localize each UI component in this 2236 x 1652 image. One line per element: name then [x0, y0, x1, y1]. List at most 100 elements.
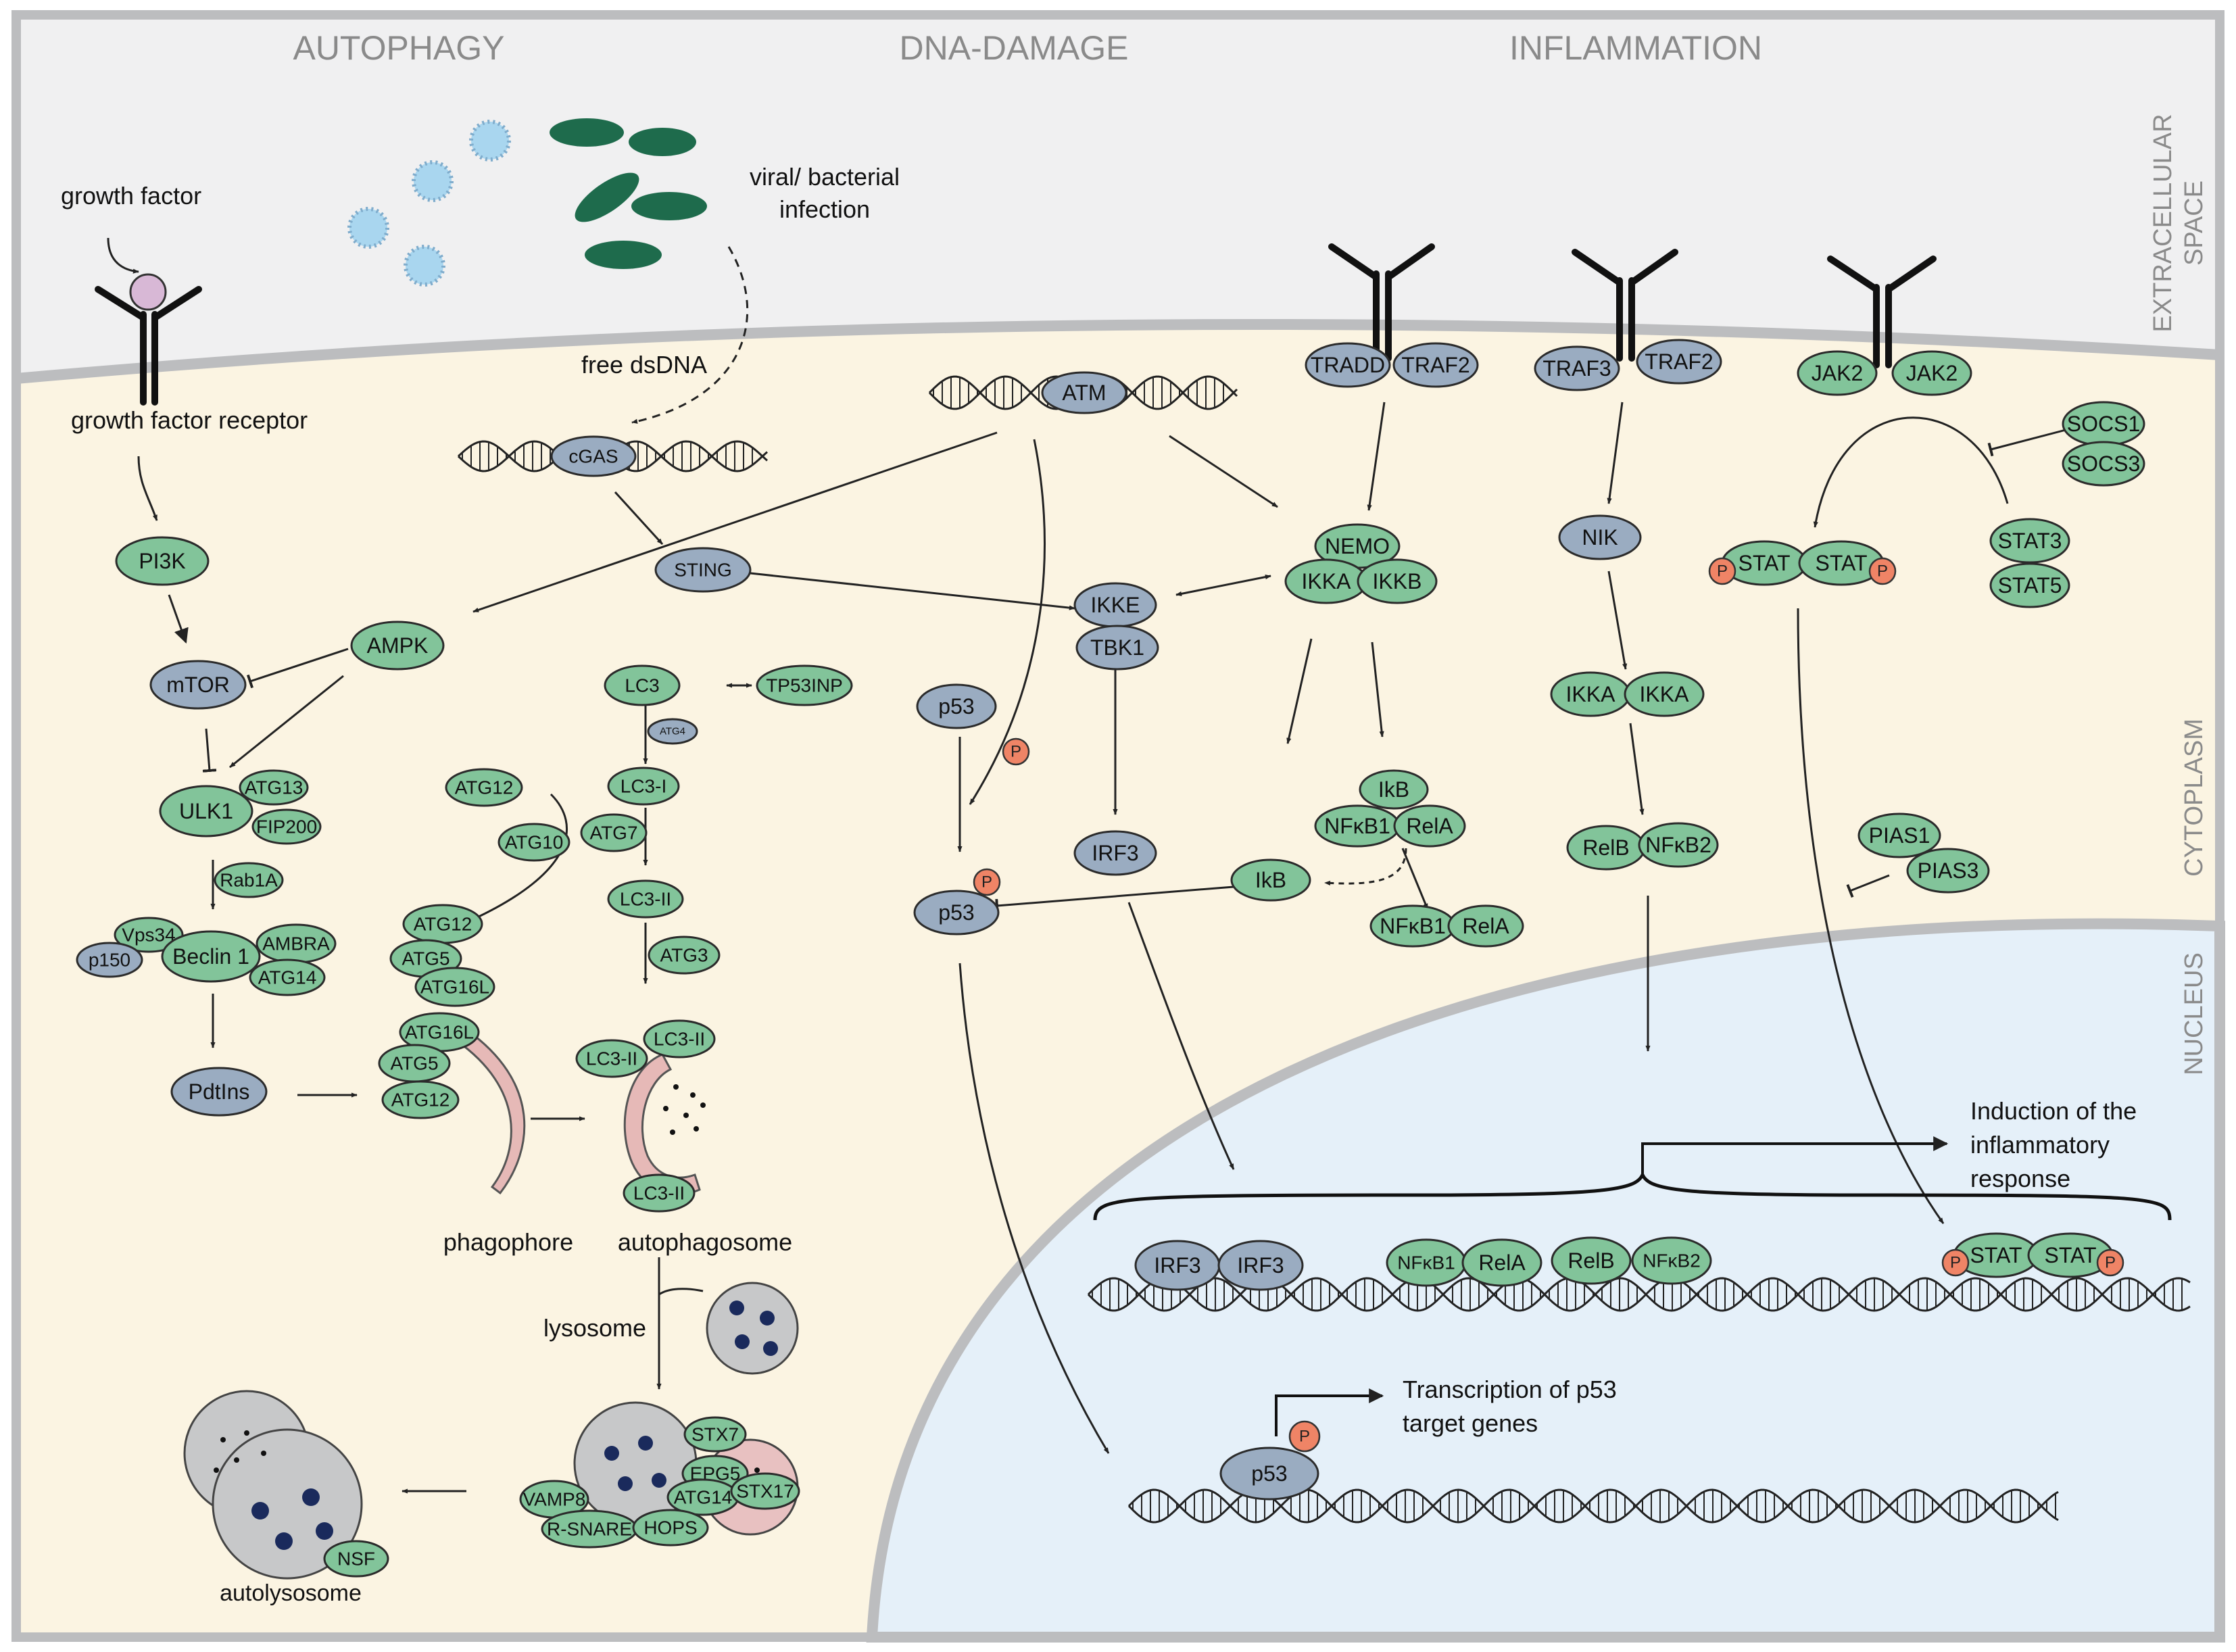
- protein-ulk1: ULK1: [159, 785, 253, 837]
- protein-shape: [1219, 1447, 1319, 1501]
- label-p53-target-line2: target genes: [1403, 1409, 1538, 1437]
- protein-shape: [1631, 1236, 1712, 1285]
- protein-relb-nuclear: RelB: [1551, 1236, 1632, 1285]
- protein-ikkb: IKKB: [1357, 558, 1438, 604]
- protein-label: TBK1: [1090, 635, 1144, 660]
- protein-shape: [414, 967, 495, 1007]
- protein-shape: [632, 1509, 709, 1547]
- protein-label: ATG12: [391, 1090, 450, 1111]
- protein-ikka: IKKA: [1624, 671, 1705, 717]
- protein-shape: [643, 1019, 716, 1059]
- protein-nemo: NEMO: [1314, 523, 1401, 569]
- brace-bracket: [1093, 1170, 2172, 1221]
- protein-pias3: PIAS3: [1906, 848, 1990, 894]
- protein-shape: [1636, 339, 1722, 385]
- protein-label: ATG16L: [405, 1022, 474, 1043]
- protein-label: FIP200: [256, 817, 317, 837]
- protein-label: mTOR: [166, 673, 230, 697]
- phospho-icon: P: [1002, 737, 1030, 766]
- protein-lc3-ii: LC3-II: [623, 1173, 696, 1213]
- protein-traf2: TRAF2: [1392, 342, 1479, 388]
- phospho-circle: [973, 868, 1001, 896]
- protein-shape: [76, 942, 143, 978]
- protein-rela: RelA: [1393, 804, 1466, 848]
- protein-label: RelA: [1478, 1250, 1526, 1275]
- protein-label: IkB: [1255, 868, 1286, 892]
- protein-label: HOPS: [643, 1517, 697, 1538]
- bacterium-icon: [575, 172, 639, 222]
- p53-transcription-arrow: [1275, 1388, 1384, 1436]
- phospho-icon: P: [973, 868, 1001, 896]
- protein-nodes: PI3K mTOR AMPK ULK1 ATG13 FIP200 Rab1A V…: [76, 339, 2145, 1578]
- phospho-circle: [1708, 557, 1736, 585]
- protein-ambra: AMBRA: [256, 923, 337, 964]
- protein-vps34: Vps34: [114, 917, 184, 953]
- protein-shape: [1989, 562, 2070, 608]
- protein-r-snare: R-SNARE: [541, 1509, 638, 1549]
- protein-label: ATG14: [258, 967, 317, 988]
- protein-label: ATG3: [660, 945, 708, 966]
- protein-shape: [647, 718, 698, 745]
- protein-label: TRADD: [1311, 353, 1385, 377]
- protein-atg16l: ATG16L: [399, 1012, 480, 1052]
- protein-stat-nuclear: STAT: [1953, 1232, 2039, 1278]
- protein-pdtins: PdtIns: [170, 1067, 268, 1117]
- protein-stat: STAT: [1798, 540, 1885, 586]
- protein-shape: [1041, 371, 1127, 414]
- region-label-space: SPACE: [2180, 180, 2208, 266]
- protein-shape: [381, 1080, 460, 1119]
- protein-label: PIAS3: [1918, 858, 1979, 883]
- label-growth-factor: growth factor: [61, 182, 201, 210]
- bacterium-icon: [629, 128, 696, 156]
- protein-rela: RelA: [1447, 904, 1524, 948]
- protein-hops: HOPS: [632, 1509, 709, 1547]
- protein-lc3: LC3: [604, 664, 681, 706]
- protein-shape: [648, 936, 721, 975]
- protein-shape: [1217, 1240, 1304, 1291]
- phospho-label: P: [2105, 1254, 2116, 1272]
- label-phagophore: phagophore: [443, 1228, 573, 1256]
- protein-shape: [1230, 858, 1311, 902]
- plasma-membrane: [16, 319, 2220, 384]
- tnf-receptor-icon: [1328, 243, 1435, 362]
- protein-label: ATM: [1062, 381, 1106, 405]
- protein-shape: [1797, 350, 1878, 396]
- protein-label: Beclin 1: [172, 944, 249, 969]
- protein-label: JAK2: [1812, 361, 1863, 385]
- label-free-dsdna: free dsDNA: [581, 351, 707, 379]
- bacteria: [550, 118, 707, 269]
- virus-icon: [412, 160, 454, 202]
- protein-label: RelA: [1406, 814, 1453, 838]
- label-autophagosome: autophagosome: [618, 1228, 792, 1256]
- protein-shape: [1857, 812, 1941, 858]
- protein-nfkb1: NFκB1: [1314, 804, 1401, 848]
- protein-label: TRAF2: [1645, 349, 1713, 374]
- protein-label: STAT: [2044, 1243, 2096, 1267]
- protein-label: PI3K: [139, 549, 185, 573]
- protein-label: IkB: [1378, 777, 1409, 802]
- lysosome-icon: [706, 1282, 799, 1375]
- phospho-label: P: [1011, 743, 1021, 761]
- protein-shape: [580, 813, 648, 852]
- protein-shape: [239, 769, 309, 806]
- protein-p53-nuclear: p53: [1219, 1447, 1319, 1501]
- protein-atm: ATM: [1041, 371, 1127, 414]
- protein-label: NFκB1: [1324, 814, 1390, 838]
- protein-rela-nuclear: RelA: [1461, 1238, 1542, 1287]
- protein-shape: [575, 1039, 648, 1078]
- protein-label: IRF3: [1237, 1253, 1284, 1278]
- protein-shape: [607, 879, 684, 919]
- protein-mtor: mTOR: [149, 660, 247, 710]
- protein-label: IRF3: [1154, 1253, 1200, 1278]
- protein-p53-phosphorylated: p53: [913, 890, 1000, 936]
- traf3-receptor-icon: [1572, 249, 1678, 362]
- protein-label: ATG14: [674, 1487, 733, 1508]
- inflammation-transcription-arrow: [1641, 1136, 1949, 1176]
- protein-label: SOCS1: [2067, 412, 2140, 436]
- protein-stx17: STX17: [730, 1472, 800, 1510]
- protein-label: LC3-I: [621, 776, 666, 797]
- protein-stx7: STX7: [683, 1416, 747, 1453]
- protein-irf3: IRF3: [1073, 830, 1157, 876]
- protein-label: STAT3: [1998, 529, 2062, 553]
- phosphorylation-marks: P P P P P P P: [973, 557, 2124, 1453]
